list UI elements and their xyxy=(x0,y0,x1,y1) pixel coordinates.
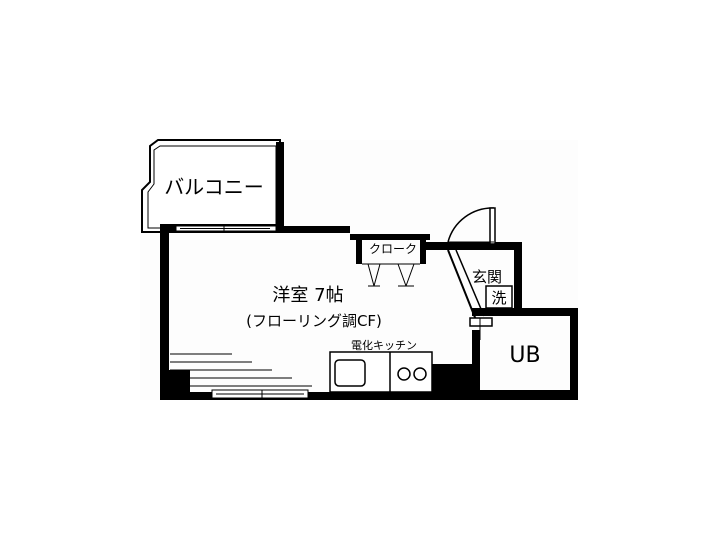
closet-top-wall xyxy=(350,234,430,240)
kitchen-label: 電化キッチン xyxy=(351,338,417,352)
closet-left-wall xyxy=(356,234,362,264)
washer-box xyxy=(485,285,513,309)
left-wall xyxy=(160,224,169,400)
stove-burner-right xyxy=(413,367,427,381)
stove-burner-left xyxy=(397,367,411,381)
unit-bath-label: UB xyxy=(509,343,540,368)
floor-hatch-lines xyxy=(170,353,312,387)
door-leaf xyxy=(489,207,496,245)
western-room-floor-label: (フローリング調CF) xyxy=(246,312,382,330)
partition-line-inner xyxy=(455,249,485,317)
ub-door-frame xyxy=(469,317,493,327)
entrance-door xyxy=(447,207,496,245)
kitchen-sink xyxy=(334,359,366,387)
kitchen xyxy=(329,351,433,393)
ub-bottom-wall xyxy=(432,390,578,400)
balcony-side-wall xyxy=(276,142,284,232)
entrance-top-wall xyxy=(426,242,522,250)
closet-doors xyxy=(362,263,420,287)
closet-door-right xyxy=(397,263,415,287)
door-swing-arc xyxy=(447,207,495,243)
partition-line-outer xyxy=(447,249,477,321)
ub-top-wall xyxy=(472,308,578,316)
kitchen-right-block xyxy=(432,364,478,394)
balcony-label: バルコニー xyxy=(164,175,264,199)
entrance-right-wall xyxy=(514,242,522,314)
closet-right-wall xyxy=(420,234,426,264)
ub-right-wall xyxy=(570,308,578,400)
entrance-partition xyxy=(447,249,493,340)
western-room-label: 洋室 7帖 xyxy=(272,285,343,306)
entrance-label: 玄関 xyxy=(472,268,502,286)
closet-label: クローク xyxy=(369,242,417,256)
closet-door-left xyxy=(367,263,381,287)
balcony xyxy=(141,139,284,233)
washer-label: 洗 xyxy=(491,289,506,307)
walls xyxy=(160,224,578,400)
top-wall-mid xyxy=(280,226,350,233)
